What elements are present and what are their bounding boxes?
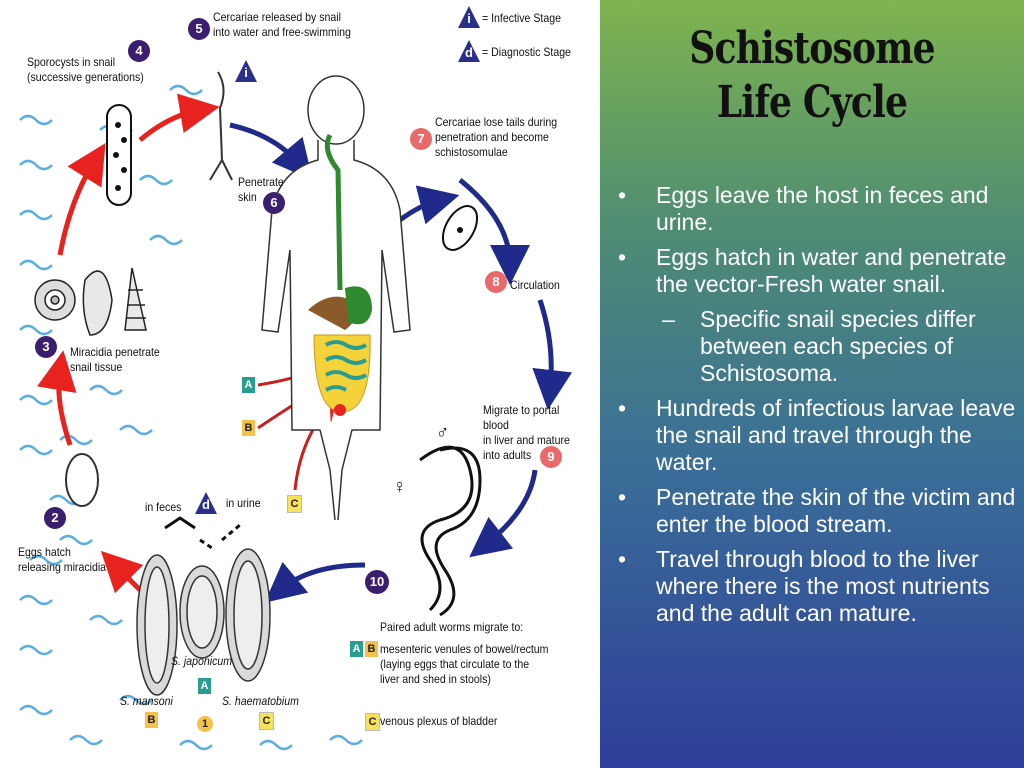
bullet-list: • Eggs leave the host in feces and urine.… (616, 182, 1016, 635)
slide-title: Schistosome Life Cycle (689, 23, 935, 128)
infective-stage-label: = Infective Stage (482, 11, 561, 25)
tag-B-step10: B (365, 641, 378, 657)
bullet-text: Specific snail species differ between ea… (700, 306, 976, 386)
bullet-item: • Hundreds of infectious larvae leave the… (616, 395, 1016, 476)
bullet-item: • Eggs leave the host in feces and urine. (616, 182, 1016, 236)
s-haematobium-label: S. haematobium (222, 694, 299, 708)
step-3-number: 3 (35, 336, 57, 358)
male-symbol: ♂ (436, 422, 450, 444)
in-feces-label: in feces (145, 500, 182, 514)
bullet-item: • Penetrate the skin of the victim and en… (616, 484, 1016, 538)
step-9-number: 9 (540, 446, 562, 468)
miracidium-egg (65, 453, 99, 507)
bullet-text: Penetrate the skin of the victim and ent… (656, 484, 1016, 537)
adult-worms (419, 445, 482, 617)
step-10-label: Paired adult worms migrate to: (380, 620, 524, 634)
female-symbol: ♀ (393, 476, 407, 498)
arrow-10-to-eggs (264, 561, 366, 603)
s-mansoni-label: S. mansoni (120, 694, 173, 708)
arrow-7-to-8 (458, 178, 530, 285)
esophagus (324, 133, 343, 291)
bullet-marker: • (618, 484, 627, 510)
bullet-item: • Travel through blood to the liver where… (616, 546, 1016, 627)
bullet-item: –Specific snail species differ between e… (616, 306, 1016, 387)
step-10-number: 10 (365, 570, 389, 594)
bullet-marker: • (618, 244, 627, 270)
step-10-c-label: venous plexus of bladder (380, 714, 498, 728)
bullet-text: Travel through blood to the liver where … (656, 546, 990, 626)
step-7-number: 7 (410, 128, 432, 150)
step-8-label: Circulation (510, 278, 560, 292)
arrow-8-to-9 (532, 299, 573, 410)
diagnostic-stage-label: = Diagnostic Stage (482, 45, 571, 59)
cercaria (209, 71, 233, 181)
bullet-item: • Eggs hatch in water and penetrate the v… (616, 244, 1016, 298)
step-6-number: 6 (263, 192, 285, 214)
liver (308, 296, 357, 330)
arrow-5-to-6 (229, 122, 313, 181)
snails (34, 267, 147, 336)
step-5-number: 5 (188, 18, 210, 40)
tag-C-haematobium: C (259, 712, 274, 730)
in-urine-label: in urine (226, 496, 261, 510)
step-1-number: 1 (197, 716, 213, 732)
arrow-4-to-5 (138, 93, 220, 142)
arrow-1-to-2 (100, 550, 144, 594)
tag-C-gut: C (287, 495, 302, 513)
step-6-label: Penetrate skin (238, 175, 284, 204)
tag-C-step10: C (365, 713, 380, 731)
step-3-label: Miracidia penetrate snail tissue (70, 345, 160, 374)
tag-A-step10: A (350, 641, 363, 657)
tag-B-mansoni: B (145, 712, 158, 728)
s-japonicum-label: S. japonicum (171, 654, 233, 668)
bullet-text: Hundreds of infectious larvae leave the … (656, 395, 1016, 475)
tag-B-gut: B (242, 420, 255, 436)
diagram-artwork (19, 71, 573, 751)
bullet-marker: • (618, 182, 627, 208)
eggs (136, 548, 271, 696)
step-4-number: 4 (128, 40, 150, 62)
life-cycle-diagram: i = Infective Stage d = Diagnostic Stage… (18, 6, 573, 751)
step-7-label: Cercariae lose tails during penetration … (435, 115, 558, 159)
bullet-marker: • (618, 546, 627, 572)
human-body (261, 75, 411, 521)
step-8-number: 8 (485, 271, 507, 293)
arrow-9-to-10 (469, 469, 538, 558)
step-2-number: 2 (44, 507, 66, 529)
step-5-label: Cercariae released by snail into water a… (213, 10, 351, 39)
step-2-label: Eggs hatch releasing miracidia (18, 545, 107, 574)
bullet-text: Eggs leave the host in feces and urine. (656, 182, 989, 235)
step-4-label: Sporocysts in snail (successive generati… (27, 55, 144, 84)
bullet-marker: • (618, 395, 627, 421)
tag-A-japonicum: A (198, 678, 211, 694)
tag-A-gut: A (242, 377, 255, 393)
step-9-label: Migrate to portal blood in liver and mat… (483, 403, 570, 462)
arrow-3-to-4 (57, 143, 106, 256)
bullet-marker: – (662, 306, 675, 332)
arrow-6-to-7 (398, 185, 460, 225)
step-10-ab-label: mesenteric venules of bowel/rectum (layi… (380, 642, 549, 686)
bullet-text: Eggs hatch in water and penetrate the ve… (656, 244, 1007, 297)
arrow-2-to-3 (36, 350, 77, 446)
